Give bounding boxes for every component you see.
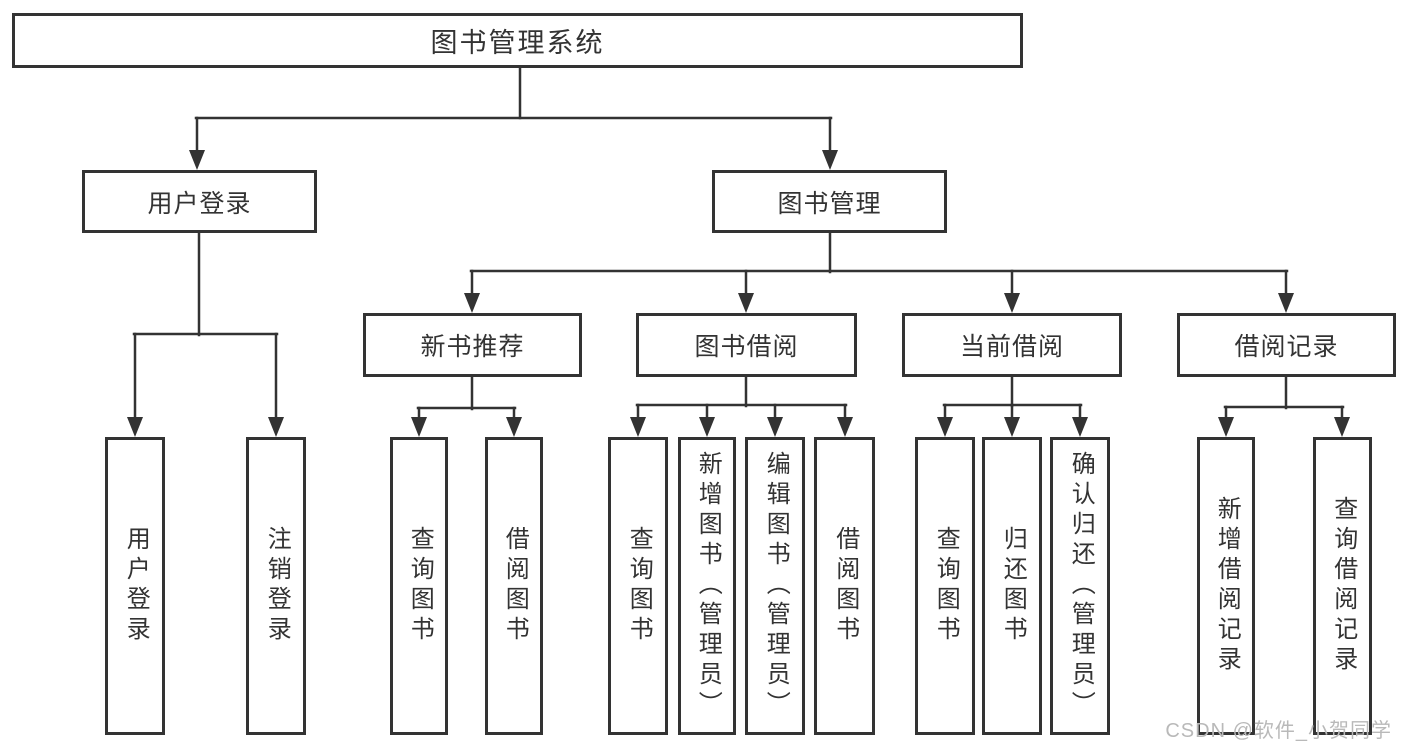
leaf-current-return-books: 归还图书 xyxy=(982,437,1042,735)
leaf-current-confirm-return-label: 确认归还（管理员） xyxy=(1067,451,1095,721)
connector-book-management-children xyxy=(464,230,1294,313)
node-current-borrowing: 当前借阅 xyxy=(902,313,1122,377)
node-user-login-label: 用户登录 xyxy=(147,189,252,218)
leaf-current-confirm-return: 确认归还（管理员） xyxy=(1050,437,1110,735)
node-new-book-recommend: 新书推荐 xyxy=(363,313,582,377)
leaf-current-query-books: 查询图书 xyxy=(915,437,975,735)
leaf-borrowing-add-books-label: 新增图书（管理员） xyxy=(694,451,722,721)
node-root-label: 图书管理系统 xyxy=(430,28,605,58)
leaf-records-query-record-label: 查询借阅记录 xyxy=(1329,496,1357,676)
leaf-recommend-borrow-books-label: 借阅图书 xyxy=(501,526,529,646)
csdn-watermark: CSDN @软件_小贺同学 xyxy=(1165,720,1392,742)
connector-user-login-children xyxy=(127,230,284,437)
leaf-user-login: 用户登录 xyxy=(105,437,165,735)
leaf-current-query-books-label: 查询图书 xyxy=(932,526,960,646)
leaf-records-query-record: 查询借阅记录 xyxy=(1313,437,1372,735)
node-new-book-recommend-label: 新书推荐 xyxy=(420,333,525,361)
node-book-borrowing: 图书借阅 xyxy=(636,313,857,377)
node-book-borrowing-label: 图书借阅 xyxy=(694,333,799,361)
leaf-user-login-label: 用户登录 xyxy=(122,526,150,646)
connector-book-borrowing-children xyxy=(630,374,853,437)
connector-root-to-level2 xyxy=(189,64,838,170)
leaf-records-add-record: 新增借阅记录 xyxy=(1197,437,1255,735)
leaf-recommend-query-books: 查询图书 xyxy=(390,437,448,735)
leaf-borrowing-edit-books: 编辑图书（管理员） xyxy=(745,437,805,735)
node-user-login: 用户登录 xyxy=(82,170,317,233)
node-current-borrowing-label: 当前借阅 xyxy=(959,333,1064,361)
connector-borrowing-records-children xyxy=(1218,374,1350,437)
leaf-borrowing-borrow-books: 借阅图书 xyxy=(814,437,875,735)
leaf-recommend-borrow-books: 借阅图书 xyxy=(485,437,543,735)
leaf-borrowing-query-books: 查询图书 xyxy=(608,437,668,735)
leaf-borrowing-borrow-books-label: 借阅图书 xyxy=(831,526,859,646)
node-root: 图书管理系统 xyxy=(12,13,1023,68)
leaf-current-return-books-label: 归还图书 xyxy=(999,526,1027,646)
leaf-logout: 注销登录 xyxy=(246,437,306,735)
node-borrowing-records-label: 借阅记录 xyxy=(1234,333,1339,361)
connector-current-borrowing-children xyxy=(937,374,1088,437)
node-book-management-label: 图书管理 xyxy=(777,189,882,218)
leaf-borrowing-edit-books-label: 编辑图书（管理员） xyxy=(762,451,790,721)
leaf-records-add-record-label: 新增借阅记录 xyxy=(1213,496,1241,676)
node-book-management: 图书管理 xyxy=(712,170,947,233)
leaf-borrowing-query-books-label: 查询图书 xyxy=(625,526,653,646)
leaf-logout-label: 注销登录 xyxy=(263,526,291,646)
connector-new-book-recommend-children xyxy=(411,374,522,437)
node-borrowing-records: 借阅记录 xyxy=(1177,313,1396,377)
leaf-recommend-query-books-label: 查询图书 xyxy=(406,526,434,646)
leaf-borrowing-add-books: 新增图书（管理员） xyxy=(678,437,736,735)
